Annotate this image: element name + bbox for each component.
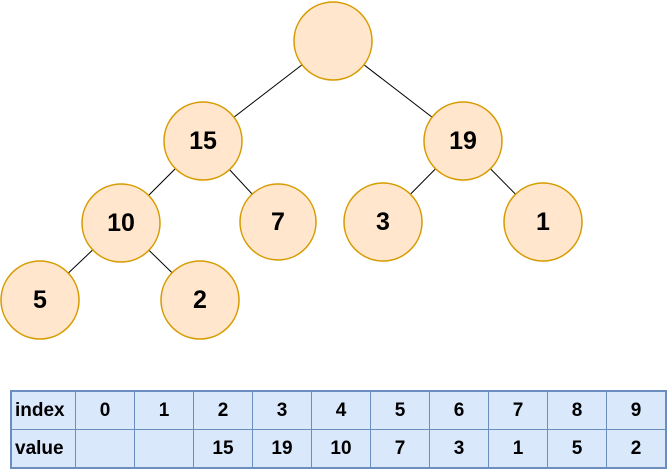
index-cell-8: 8 — [547, 390, 607, 430]
value-cell-6: 3 — [429, 429, 489, 469]
value-cell-1 — [134, 429, 194, 469]
node-circle — [163, 101, 243, 181]
index-cell-1: 1 — [134, 390, 194, 430]
value-cell-5: 7 — [370, 429, 430, 469]
node-circle — [293, 1, 373, 81]
tree-node-15: 15 — [163, 101, 243, 181]
tree-node-10: 10 — [81, 183, 161, 263]
index-row-label: index — [10, 390, 76, 430]
node-label: 1 — [536, 208, 550, 236]
tree-node-1: 1 — [503, 182, 583, 262]
node-label: 3 — [376, 208, 390, 236]
tree-node-root — [293, 1, 373, 81]
value-cell-0 — [75, 429, 135, 469]
node-circle — [423, 101, 503, 181]
value-cell-2: 15 — [193, 429, 253, 469]
node-label: 5 — [33, 286, 47, 314]
tree-node-7: 7 — [239, 183, 317, 261]
index-row: index 0 1 2 3 4 5 6 7 8 9 — [10, 390, 667, 430]
node-label: 19 — [449, 127, 477, 155]
tree-node-3: 3 — [343, 182, 423, 262]
node-circle — [0, 260, 80, 340]
value-cell-4: 10 — [311, 429, 371, 469]
node-label: 2 — [193, 286, 207, 314]
node-label: 10 — [107, 209, 135, 237]
node-circle — [81, 183, 161, 263]
node-label: 7 — [271, 208, 285, 236]
value-cell-7: 1 — [488, 429, 548, 469]
node-circle — [239, 183, 317, 261]
index-cell-7: 7 — [488, 390, 548, 430]
index-cell-6: 6 — [429, 390, 489, 430]
value-row: value 15 19 10 7 3 1 5 2 — [10, 429, 667, 469]
index-cell-9: 9 — [606, 390, 667, 430]
value-row-label: value — [10, 429, 76, 469]
index-cell-4: 4 — [311, 390, 371, 430]
node-label: 15 — [189, 127, 217, 155]
tree-node-5: 5 — [0, 260, 80, 340]
tree-node-19: 19 — [423, 101, 503, 181]
node-circle — [160, 260, 240, 340]
node-circle — [343, 182, 423, 262]
binary-tree-diagram: 15 19 10 7 3 1 5 2 — [0, 1, 583, 340]
value-cell-8: 5 — [547, 429, 607, 469]
value-cell-9: 2 — [606, 429, 667, 469]
index-cell-3: 3 — [252, 390, 312, 430]
index-cell-0: 0 — [75, 390, 135, 430]
node-circle — [503, 182, 583, 262]
index-cell-5: 5 — [370, 390, 430, 430]
tree-node-2: 2 — [160, 260, 240, 340]
heap-array-table: index 0 1 2 3 4 5 6 7 8 9 value 15 19 10… — [10, 390, 667, 469]
index-cell-2: 2 — [193, 390, 253, 430]
value-cell-3: 19 — [252, 429, 312, 469]
